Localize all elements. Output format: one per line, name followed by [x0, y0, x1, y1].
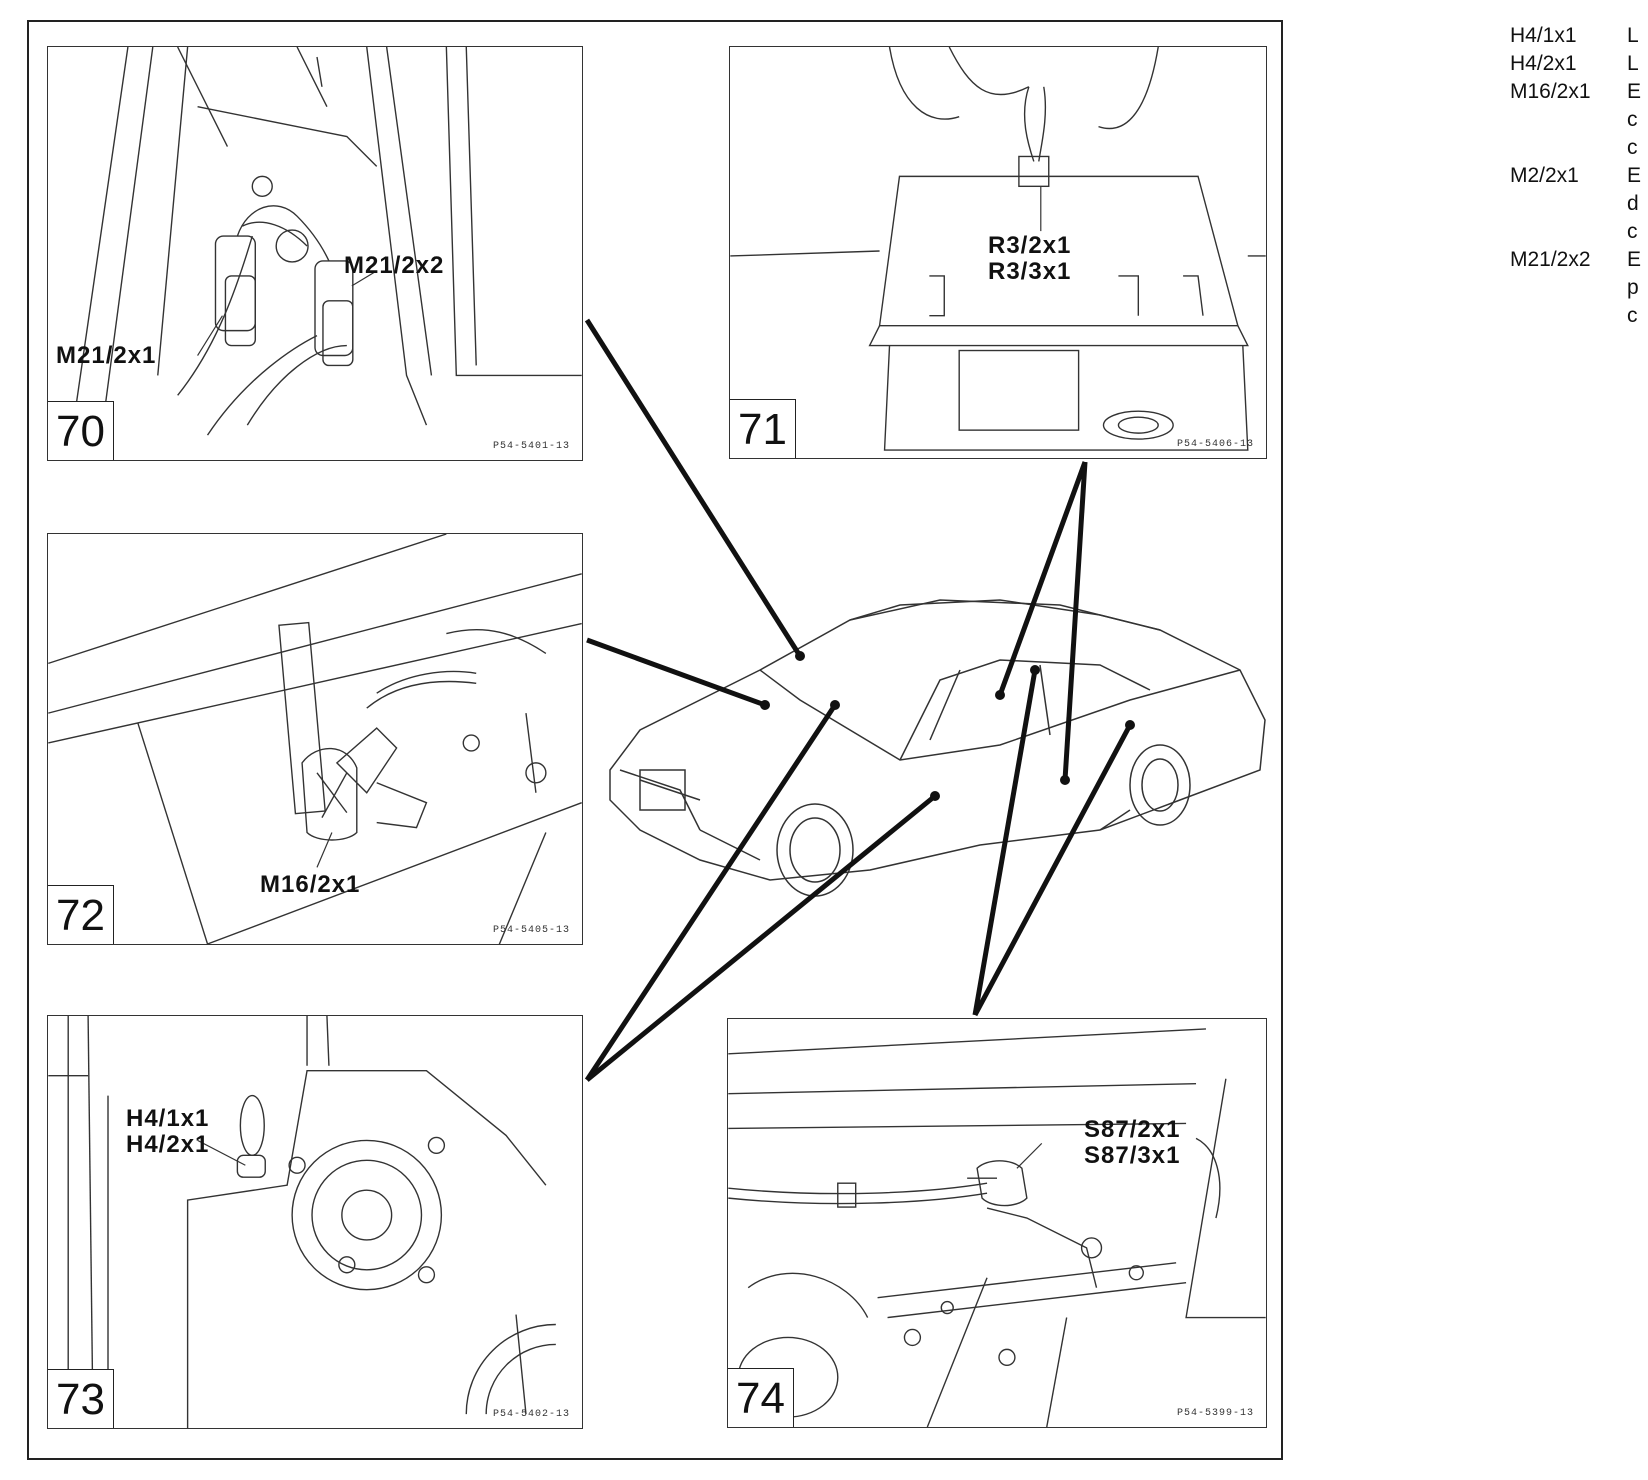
label-R3-2x1-R3-3x1: R3/2x1 R3/3x1: [988, 232, 1072, 285]
label-S87-2x1-S87-3x1: S87/2x1 S87/3x1: [1084, 1116, 1181, 1169]
label-M16-2x1: M16/2x1: [260, 871, 361, 898]
legend-key: M16/2x1: [1510, 80, 1591, 103]
figure-code: P54-5406-13: [1176, 439, 1254, 450]
panel-number-71: 71: [730, 399, 796, 458]
legend-key: H4/1x1: [1510, 24, 1577, 47]
legend-desc: L: [1627, 52, 1639, 75]
legend-row: H4/2x1 L: [1510, 50, 1648, 78]
legend-desc: E d c: [1627, 164, 1642, 243]
legend-row: M16/2x1 E c c: [1510, 78, 1648, 162]
legend-key: M21/2x2: [1510, 248, 1591, 271]
legend-key: M2/2x1: [1510, 164, 1579, 187]
figure-code: P54-5402-13: [492, 1409, 570, 1420]
figure-code: P54-5399-13: [1176, 1408, 1254, 1419]
figure-code: P54-5405-13: [492, 925, 570, 936]
panel-71-illustration: [730, 47, 1266, 451]
panel-number-74: 74: [728, 1368, 794, 1427]
component-legend: H4/1x1 L H4/2x1 L M16/2x1 E c c M2/2x1 E…: [1510, 22, 1648, 330]
figure-code: P54-5401-13: [492, 441, 570, 452]
label-M21-2x2: M21/2x2: [344, 252, 445, 279]
detail-panel-71: R3/2x1 R3/3x1 71 P54-5406-13: [729, 46, 1267, 459]
panel-74-illustration: [728, 1028, 1266, 1427]
legend-desc: E p c: [1627, 248, 1642, 327]
panel-70-illustration: [67, 47, 582, 460]
legend-desc: E c c: [1627, 80, 1642, 159]
legend-row: H4/1x1 L: [1510, 22, 1648, 50]
legend-desc: L: [1627, 24, 1639, 47]
detail-panel-70: M21/2x2 M21/2x1 70 P54-5401-13: [47, 46, 583, 461]
panel-number-72: 72: [48, 885, 114, 944]
legend-key: H4/2x1: [1510, 52, 1577, 75]
legend-row: M21/2x2 E p c: [1510, 246, 1648, 330]
panel-73-illustration: [48, 1016, 556, 1428]
panel-72-illustration: [48, 534, 582, 944]
diagram-frame: [27, 20, 1283, 1460]
panel-number-70: 70: [48, 401, 114, 460]
detail-panel-73: H4/1x1 H4/2x1 73 P54-5402-13: [47, 1015, 583, 1429]
legend-row: M2/2x1 E d c: [1510, 162, 1648, 246]
label-M21-2x1: M21/2x1: [56, 342, 157, 369]
detail-panel-74: S87/2x1 S87/3x1 74 P54-5399-13: [727, 1018, 1267, 1428]
panel-number-73: 73: [48, 1369, 114, 1428]
label-H4-1x1-H4-2x1: H4/1x1 H4/2x1: [126, 1105, 210, 1158]
detail-panel-72: M16/2x1 72 P54-5405-13: [47, 533, 583, 945]
